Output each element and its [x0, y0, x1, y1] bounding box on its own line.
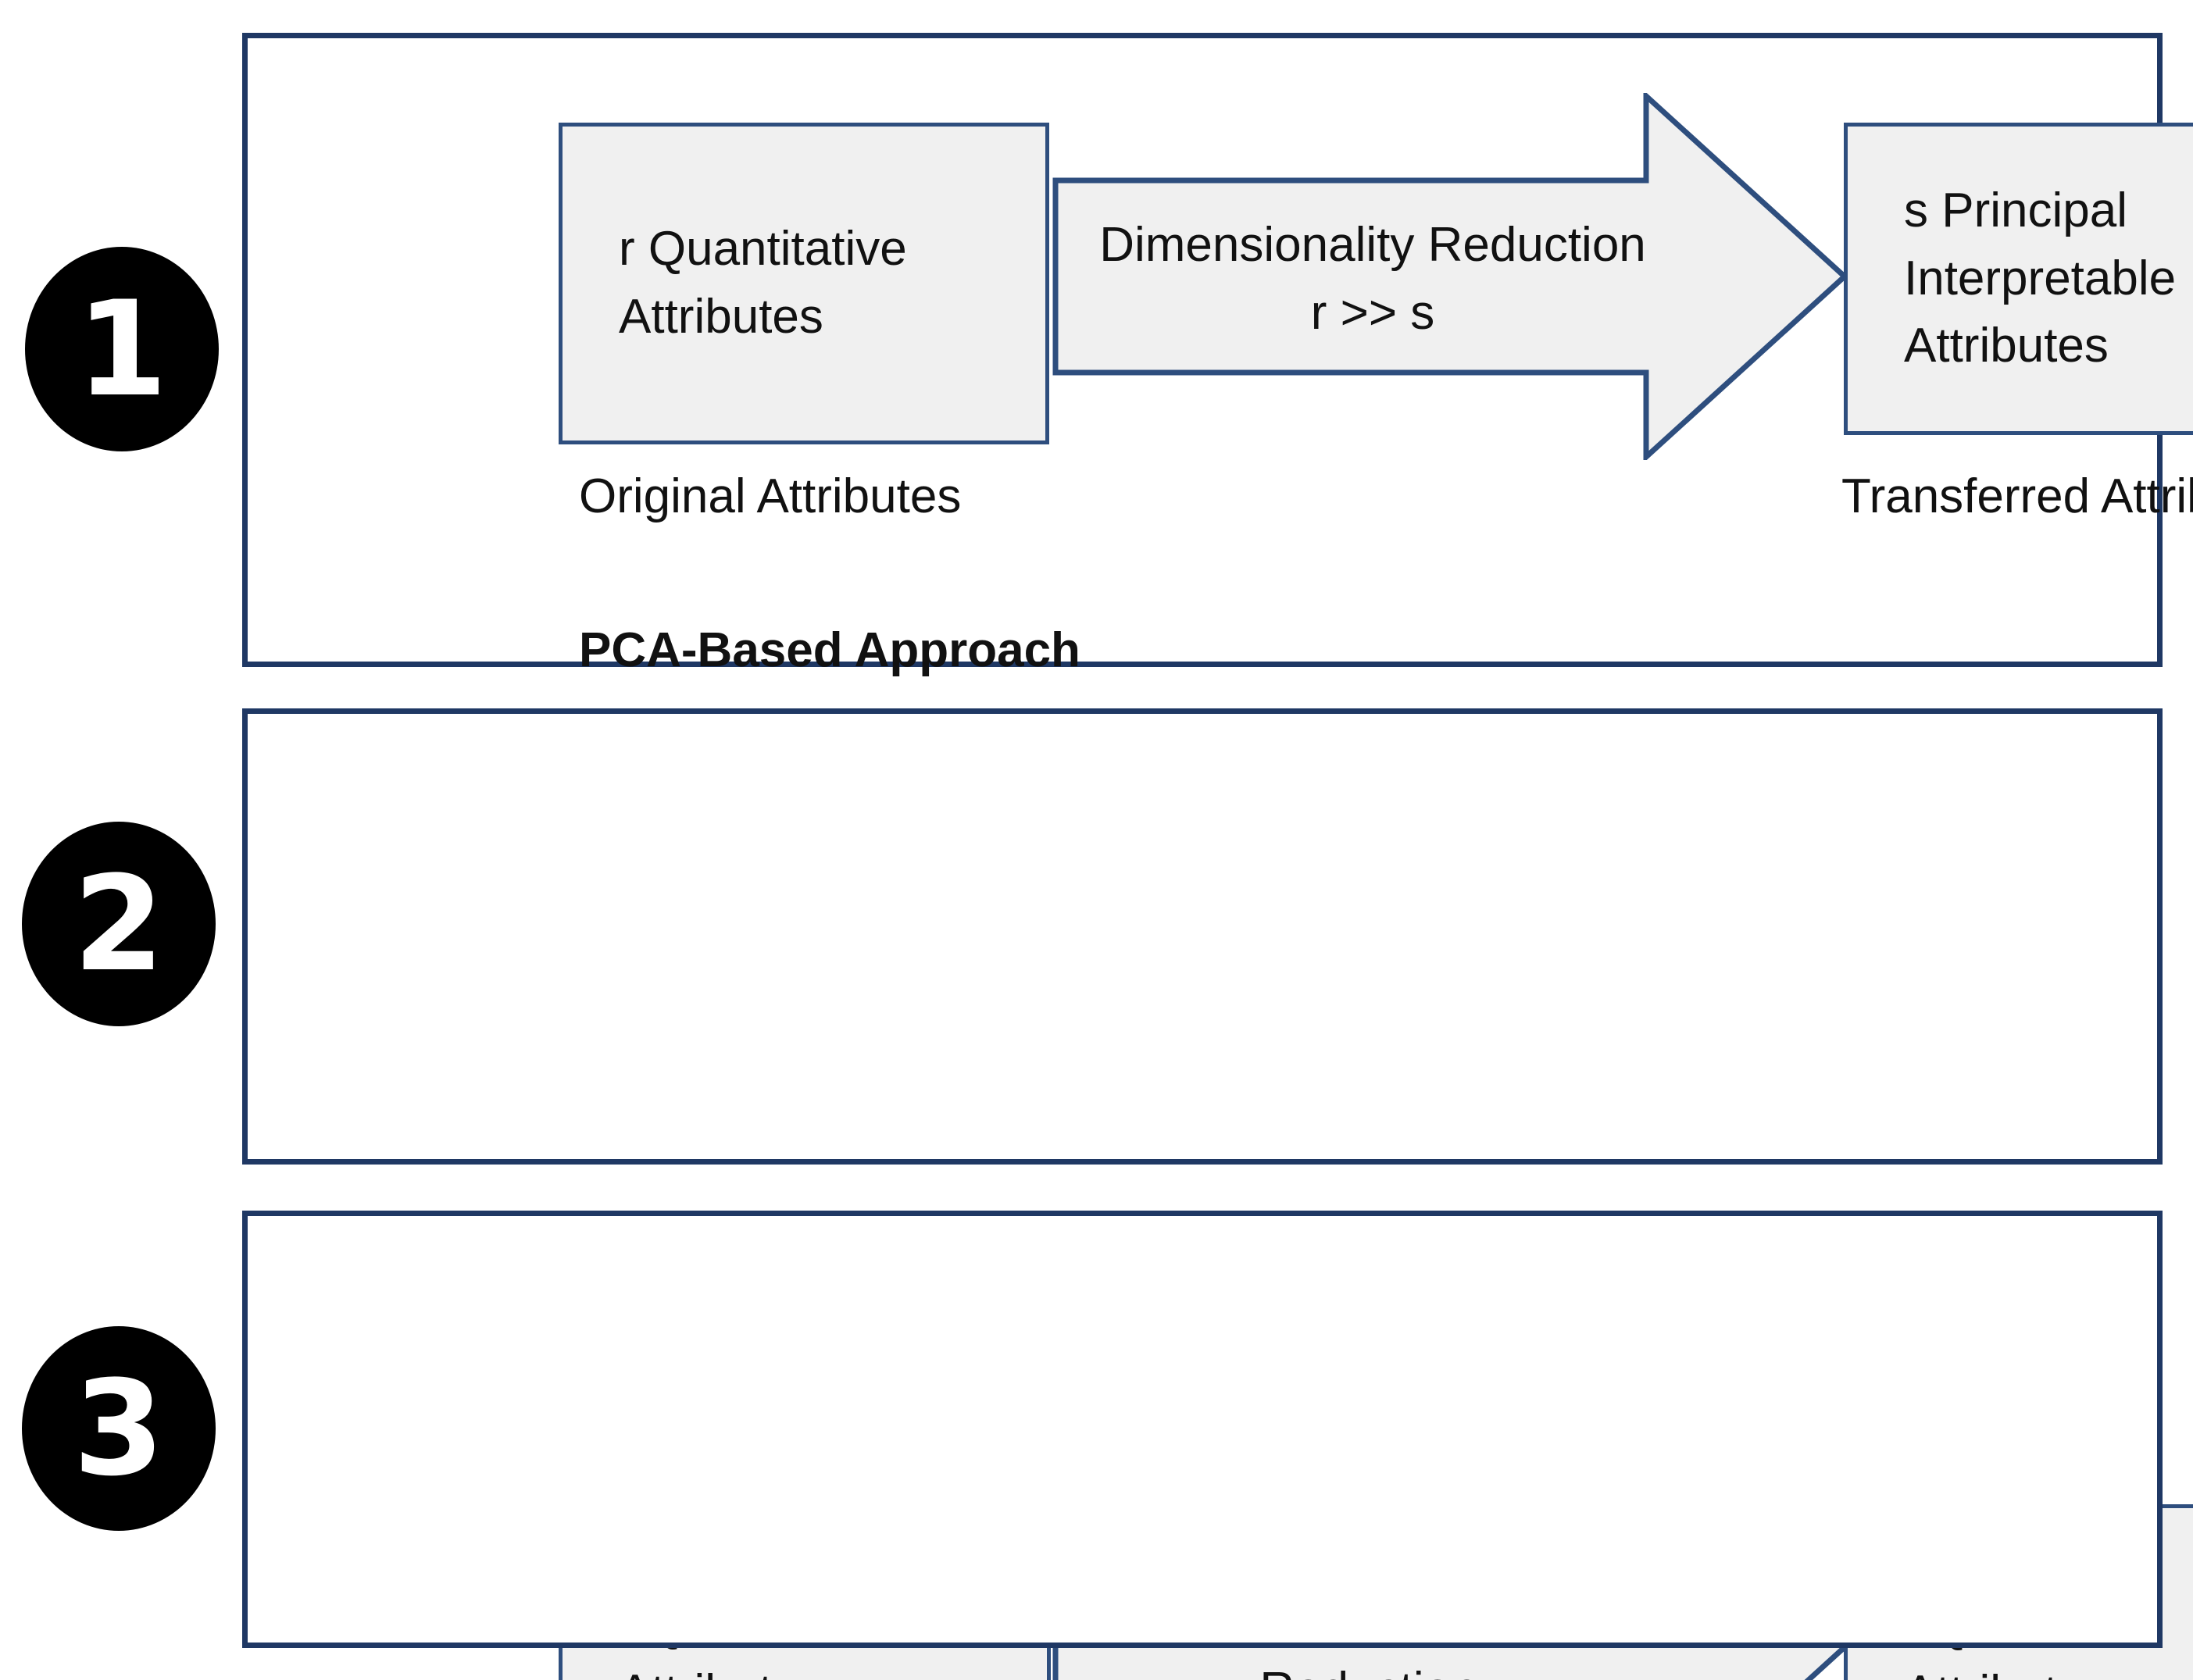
step-badge-2: 2	[22, 822, 216, 1026]
caption-transferred-attributes: Transferred Attributes	[1841, 469, 2193, 523]
line: Attributes	[1904, 319, 2109, 373]
line: s Principal	[1904, 183, 2127, 237]
line: Attributes	[619, 1659, 874, 1680]
step-badge-1: 1	[25, 247, 219, 451]
dimensionality-reduction-arrow-icon	[1052, 93, 1849, 460]
caption-original-attributes: Original Attributes	[579, 469, 962, 523]
box-s-principal-interpretable-attributes: s Principal Interpretable Attributes	[1844, 123, 2193, 435]
line: Attributes	[1904, 1660, 2159, 1680]
box-s-principal-interpretable-attributes-text: s Principal Interpretable Attributes	[1848, 177, 2193, 380]
step-panel-2: t Qualitative Attributes No Dimensionali…	[242, 708, 2193, 1680]
step-panel-1: r Quantitative Attributes Dimensionality…	[242, 33, 2193, 677]
box-r-quantitative-attributes: r Quantitative Attributes	[559, 123, 1049, 444]
step-badge-3: 3	[22, 1326, 216, 1531]
box-r-quantitative-attributes-text: r Quantitative Attributes	[563, 216, 924, 351]
line: Attributes	[619, 290, 823, 344]
line: Interpretable	[1904, 251, 2177, 305]
line: r Quantitative	[619, 222, 907, 276]
step-panel-3: s Principal Interpretable Attributes + t…	[242, 1211, 2163, 1648]
label-pca-based-approach: PCA-Based Approach	[579, 623, 1080, 677]
